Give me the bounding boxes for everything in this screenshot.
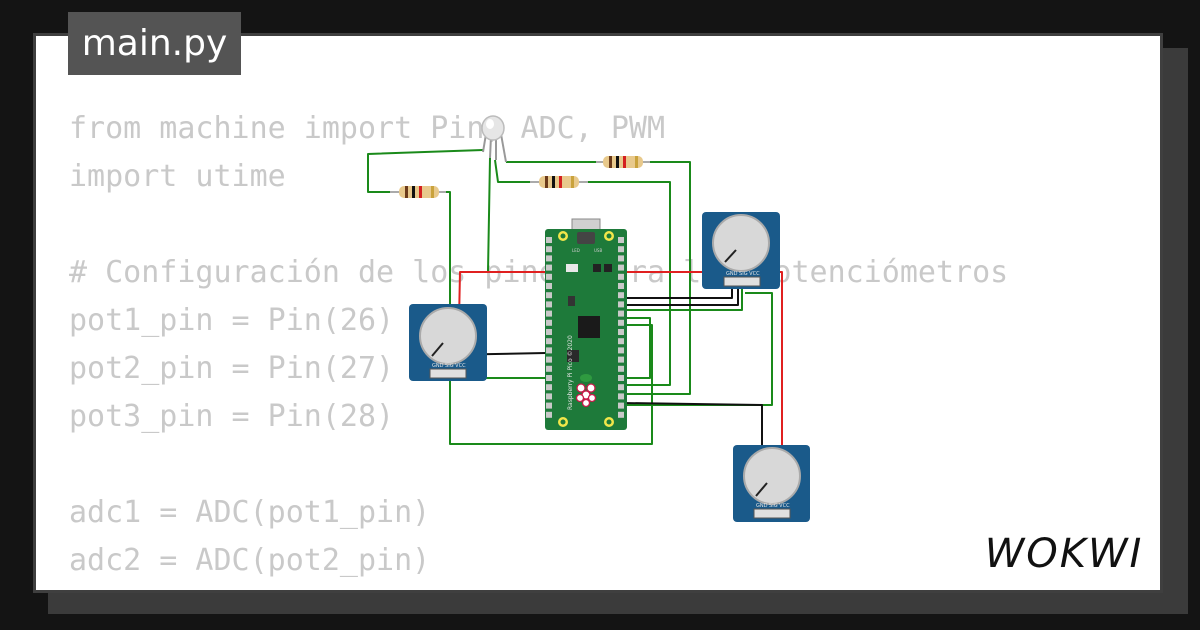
- header-pin: [618, 375, 624, 381]
- header-pin: [618, 319, 624, 326]
- header-pin: [546, 411, 552, 418]
- header-pin: [546, 384, 552, 391]
- rgb-led[interactable]: [481, 115, 507, 163]
- header-pin: [546, 329, 552, 335]
- header-pin: [618, 338, 624, 345]
- header-pin: [546, 338, 552, 345]
- header-pin: [546, 273, 552, 280]
- header-pin: [546, 365, 552, 372]
- code-line: pot1_pin = Pin(26): [69, 303, 395, 338]
- resistor[interactable]: [390, 186, 446, 198]
- header-pin: [546, 237, 552, 243]
- header-pin: [546, 292, 552, 299]
- wokwi-logo: WOKWI: [985, 531, 1144, 577]
- header-pin: [546, 319, 552, 326]
- wire-black: [622, 286, 733, 299]
- header-pin: [618, 237, 624, 243]
- header-pin: [546, 310, 552, 317]
- header-pin: [618, 292, 624, 299]
- wire-green: [367, 149, 484, 193]
- header-pin: [546, 347, 552, 354]
- code-line: import utime: [69, 159, 286, 194]
- wire-black: [622, 284, 739, 306]
- header-pin: [618, 393, 624, 400]
- header-pin: [618, 255, 624, 262]
- led-label: LED: [572, 248, 580, 253]
- wire-green: [584, 181, 671, 386]
- code-line: pot2_pin = Pin(27): [69, 351, 395, 386]
- resistor[interactable]: [530, 176, 588, 188]
- header-pin: [618, 246, 624, 253]
- usb-label: USB: [594, 248, 602, 253]
- board-name: Raspberry Pi Pico ©2020: [567, 335, 574, 410]
- wire-green: [443, 191, 653, 445]
- code-preview: from machine import Pin, ADC, PWM import …: [69, 105, 1008, 590]
- header-pin: [618, 384, 624, 391]
- wire-green: [622, 284, 743, 311]
- pot-pin-labels: GND SIG VCC: [432, 363, 466, 369]
- header-pin: [546, 255, 552, 262]
- code-line: pot3_pin = Pin(28): [69, 399, 395, 434]
- potentiometer[interactable]: GND SIG VCC: [733, 445, 810, 522]
- header-pin: [618, 283, 624, 289]
- header-pin: [618, 365, 624, 372]
- code-line: adc1 = ADC(pot1_pin): [69, 495, 431, 530]
- potentiometer[interactable]: GND SIG VCC: [409, 304, 487, 381]
- header-pin: [618, 273, 624, 280]
- header-pin: [546, 283, 552, 289]
- header-pin: [618, 347, 624, 354]
- header-pin: [618, 301, 624, 308]
- pico-pins: [546, 237, 624, 418]
- raspberry-pi-icon: [575, 374, 597, 408]
- header-pin: [546, 375, 552, 381]
- resistor[interactable]: [596, 156, 650, 168]
- header-pin: [546, 393, 552, 400]
- header-pin: [618, 402, 624, 409]
- header-pin: [546, 356, 552, 363]
- code-line: from machine import Pin, ADC, PWM: [69, 111, 666, 146]
- header-pin: [618, 329, 624, 335]
- header-pin: [618, 411, 624, 418]
- file-tab[interactable]: main.py: [68, 12, 241, 75]
- pot-pin-labels: GND SIG VCC: [756, 503, 790, 509]
- header-pin: [546, 402, 552, 409]
- header-pin: [618, 264, 624, 271]
- pico-board[interactable]: LED USB Raspberry Pi Pico ©2020: [545, 218, 627, 430]
- potentiometer[interactable]: GND SIG VCC: [702, 212, 780, 289]
- pot-pin-labels: GND SIG VCC: [726, 271, 760, 277]
- header-pin: [618, 310, 624, 317]
- header-pin: [618, 356, 624, 363]
- header-pin: [546, 264, 552, 271]
- wire-green: [494, 159, 533, 183]
- wire-green: [622, 161, 691, 395]
- logo-text: WOKWI: [985, 531, 1144, 577]
- header-pin: [546, 301, 552, 308]
- header-pin: [546, 246, 552, 253]
- code-line: adc2 = ADC(pot2_pin): [69, 543, 431, 578]
